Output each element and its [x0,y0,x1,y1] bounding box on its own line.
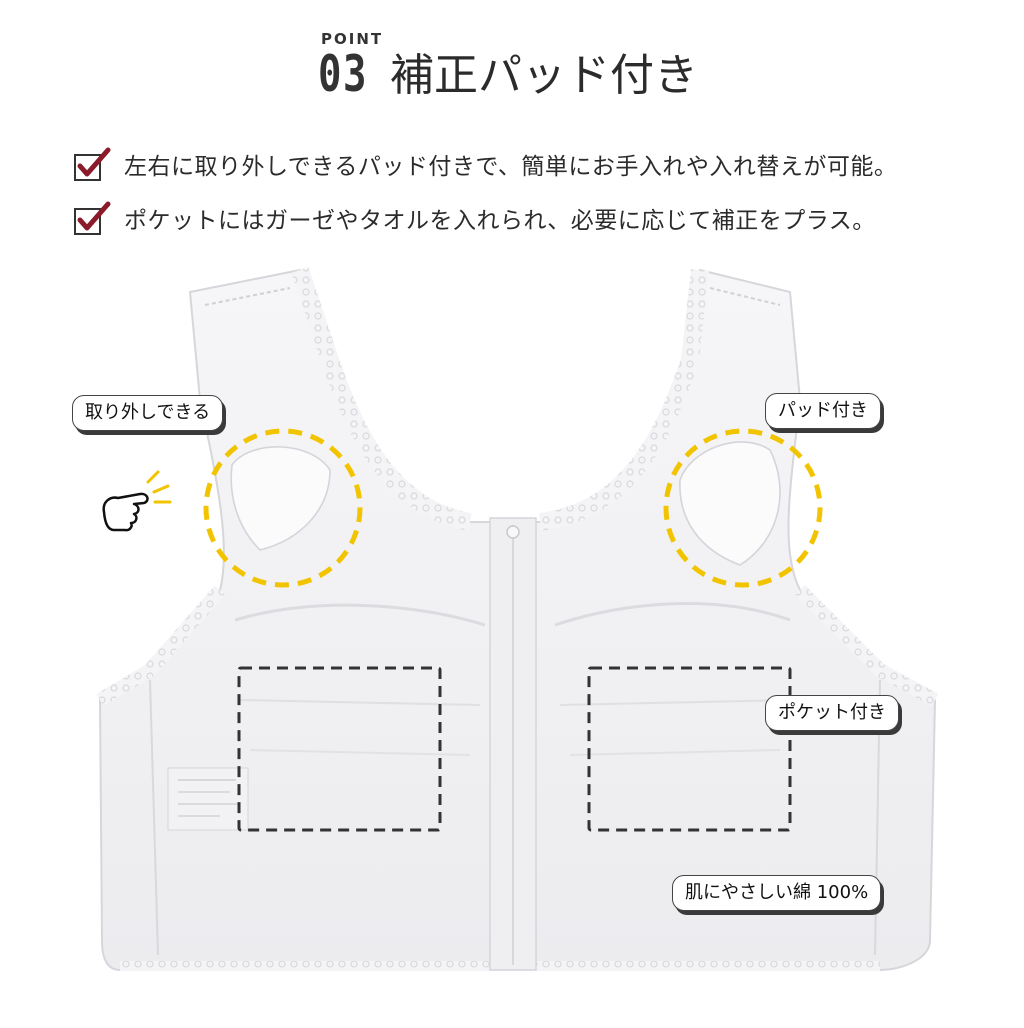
feature-text: ポケットにはガーゼやタオルを入れられ、必要に応じて補正をプラス。 [124,208,876,234]
feature-item: 左右に取り外しできるパッド付きで、簡単にお手入れや入れ替えが可能。 [72,144,897,184]
garment-image [96,267,939,971]
callout-cotton: 肌にやさしい綿 100% [672,875,882,911]
highlight-circle-right [663,428,823,588]
callout-removable: 取り外しできる [72,395,224,431]
feature-text: 左右に取り外しできるパッド付きで、簡単にお手入れや入れ替えが可能。 [124,154,898,180]
product-illustration: 取り外しできる パッド付き ポケット付き 肌にやさしい綿 100% [0,250,1024,1024]
feature-item: ポケットにはガーゼやタオルを入れられ、必要に応じて補正をプラス。 [72,198,876,238]
checkbox-check-icon [74,201,111,235]
header: POINT 03 補正パッド付き [0,0,1024,120]
callout-with-pad: パッド付き [765,393,881,429]
point-number: 03 [318,45,369,103]
pocket-outline-left [237,666,442,832]
callout-with-pocket: ポケット付き [765,695,899,731]
pocket-outline-right [587,666,792,832]
page-title: 補正パッド付き [390,50,698,101]
pointing-hand-icon [102,470,172,532]
point-label: POINT [321,30,384,48]
checkbox-check-icon [74,147,111,181]
highlight-circle-left [203,428,363,588]
